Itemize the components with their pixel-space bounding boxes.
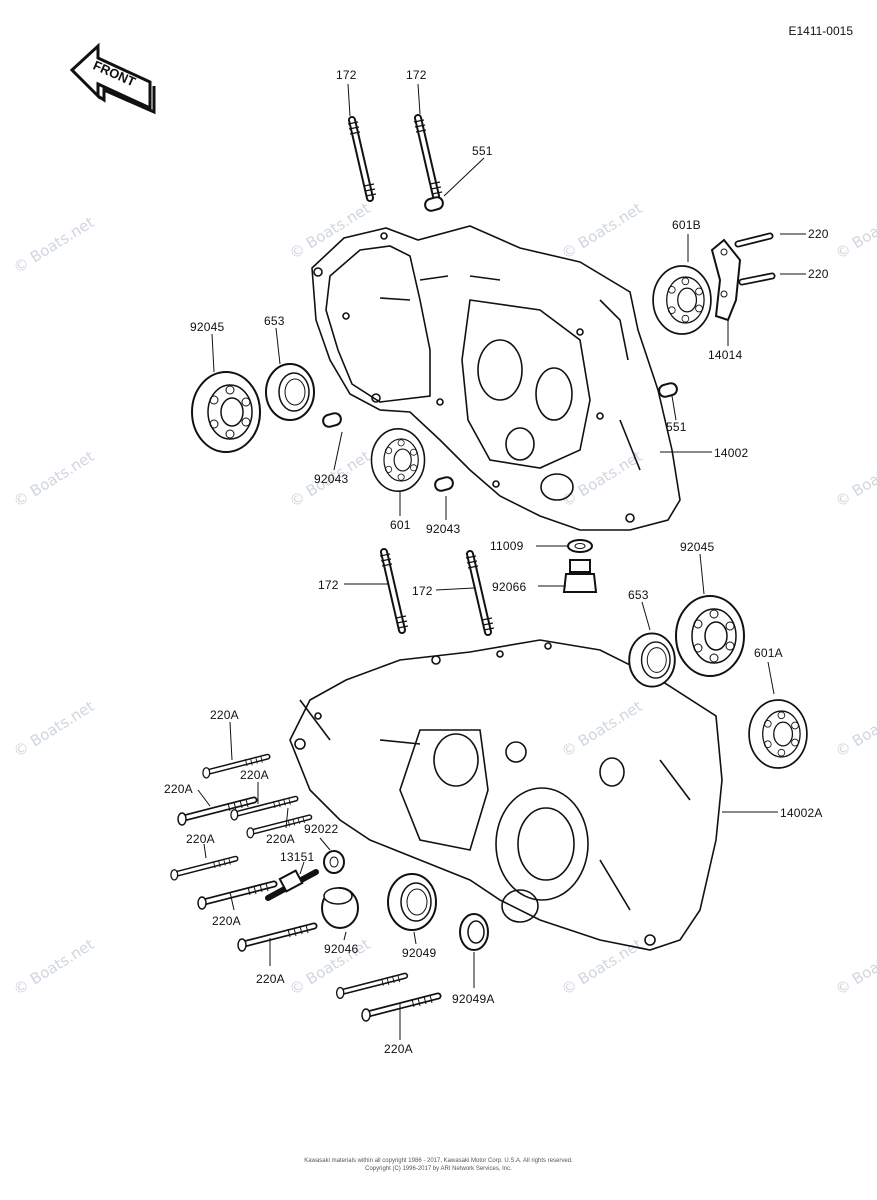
part-label: 220 [808, 227, 829, 241]
bearing-601a-icon [748, 699, 808, 769]
front-arrow-icon [69, 42, 156, 115]
bolt-220a-icon [238, 925, 314, 951]
part-label: 220A [164, 782, 193, 796]
valve-13151-icon [265, 869, 319, 901]
bearing-92045-lower-icon [675, 595, 745, 677]
dowel-92043-icon [320, 410, 344, 430]
part-label: 653 [264, 314, 285, 328]
part-label: 92049 [402, 946, 437, 960]
upper-crankcase-14002 [311, 225, 681, 531]
part-label: 653 [628, 588, 649, 602]
bearing-601-icon [370, 428, 426, 492]
part-label: 92045 [680, 540, 715, 554]
part-label: 220A [256, 972, 285, 986]
part-label: 220A [210, 708, 239, 722]
part-label: 551 [666, 420, 687, 434]
part-label: 92022 [304, 822, 339, 836]
part-label: 92043 [314, 472, 349, 486]
part-label: 14002A [780, 806, 823, 820]
leader-lines [197, 83, 806, 1040]
seal-92049a-icon [459, 913, 489, 951]
bolt-220a-icon [171, 858, 236, 880]
plug-92066-icon [562, 559, 598, 593]
part-label: 601B [672, 218, 701, 232]
bolt-220-icon [734, 232, 776, 286]
part-label: 601 [390, 518, 411, 532]
seal-653-lower-icon [628, 632, 676, 688]
part-label: 601A [754, 646, 783, 660]
figure-id: E1411-0015 [788, 24, 854, 38]
dowel-92043-icon [432, 474, 456, 494]
bearing-601b-icon [652, 265, 712, 335]
stud-172-icon [414, 118, 442, 196]
part-label: 220 [808, 267, 829, 281]
part-label: 172 [336, 68, 357, 82]
copyright-line-2: Copyright (C) 1996-2017 by ARI Network S… [365, 1166, 512, 1172]
stud-172-icon [466, 554, 494, 632]
seal-653-upper-icon [265, 363, 315, 421]
part-label: 92046 [324, 942, 359, 956]
part-label: 14002 [714, 446, 749, 460]
dowel-551-icon [422, 194, 446, 214]
part-label: 220A [384, 1042, 413, 1056]
washer-11009-icon [567, 539, 593, 553]
bracket-14014-icon [710, 238, 742, 322]
part-label: 551 [472, 144, 493, 158]
part-label: 220A [186, 832, 215, 846]
lower-crankcase-14002a [289, 639, 723, 951]
part-label: 220A [212, 914, 241, 928]
part-label: 92043 [426, 522, 461, 536]
part-label: 13151 [280, 850, 315, 864]
dowel-551-icon [656, 380, 680, 400]
bearing-92045-upper-icon [191, 371, 261, 453]
bushing-92046-icon [321, 887, 359, 929]
stud-172-icon [348, 120, 376, 198]
washer-92022-icon [323, 850, 345, 874]
part-label: 172 [412, 584, 433, 598]
bolt-220a-icon [337, 975, 405, 998]
seal-92049-icon [387, 873, 437, 931]
part-label: 172 [406, 68, 427, 82]
part-label: 92045 [190, 320, 225, 334]
part-label: 11009 [490, 539, 524, 553]
bolt-220a-icon [198, 883, 274, 909]
part-label: 92066 [492, 580, 527, 594]
part-label: 220A [266, 832, 295, 846]
part-label: 92049A [452, 992, 495, 1006]
part-label: 220A [240, 768, 269, 782]
part-label: 172 [318, 578, 339, 592]
part-label: 14014 [708, 348, 743, 362]
copyright-line-1: Kawasaki materials within all copyright … [304, 1158, 573, 1164]
stud-172-icon [380, 552, 408, 630]
